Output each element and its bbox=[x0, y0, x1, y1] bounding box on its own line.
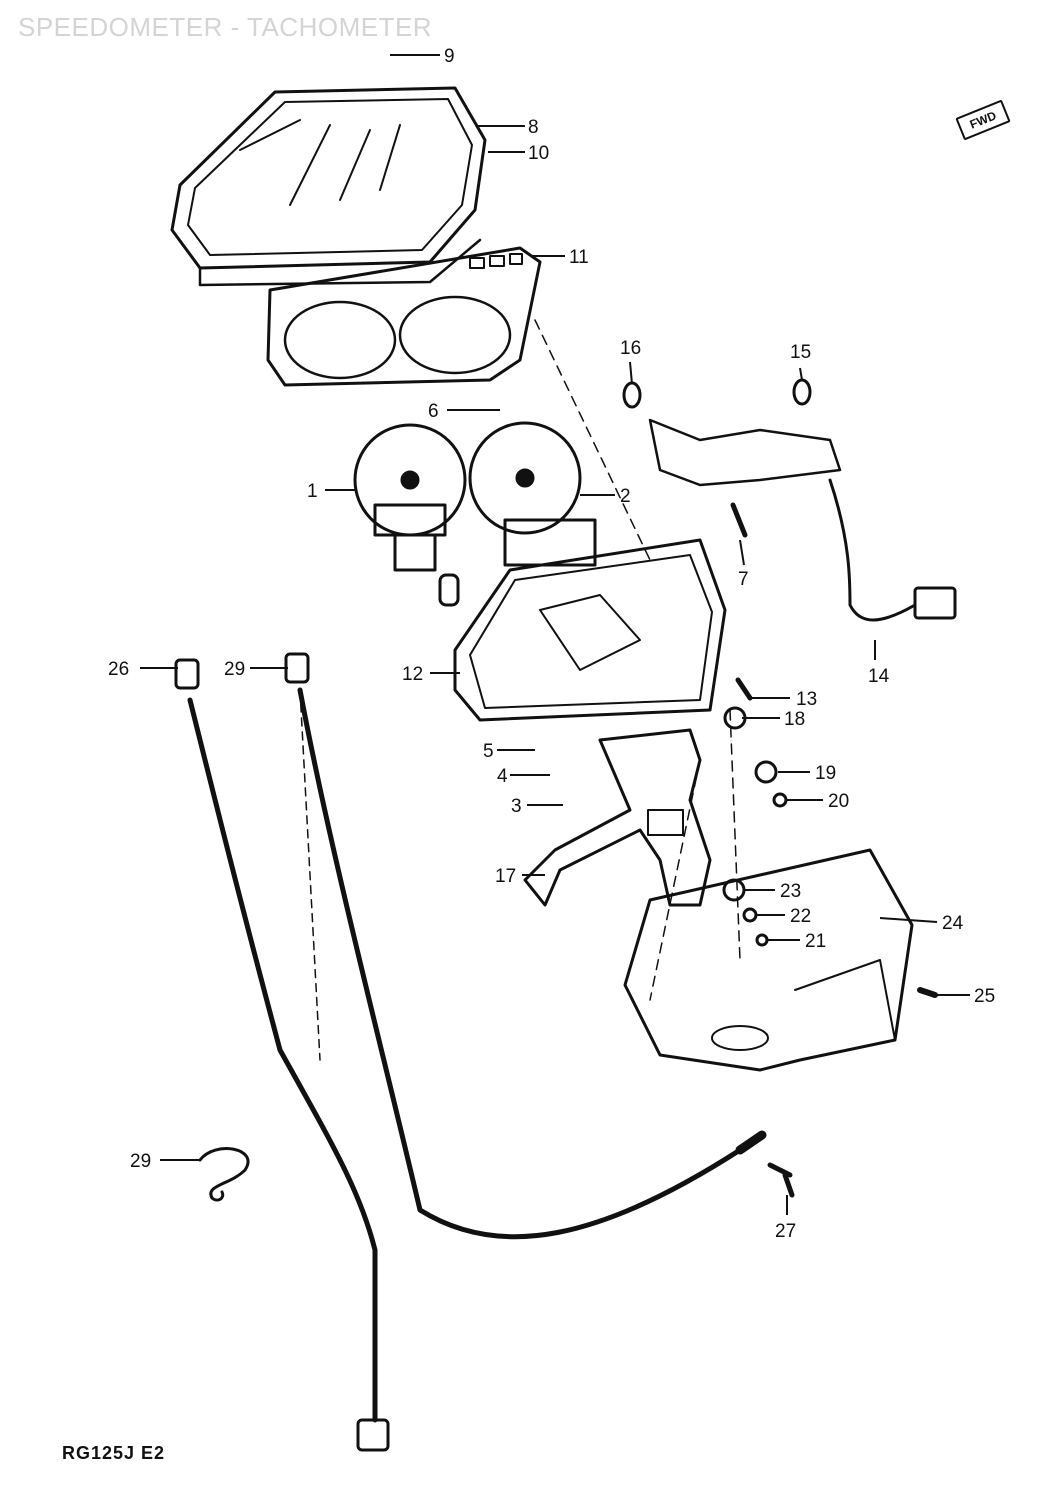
callout-21: 21 bbox=[805, 931, 826, 952]
meter-lower-case bbox=[453, 538, 727, 722]
callout-27: 27 bbox=[775, 1221, 796, 1242]
callout-6: 6 bbox=[428, 401, 439, 422]
callout-11: 11 bbox=[569, 247, 589, 268]
callout-7: 7 bbox=[738, 569, 749, 590]
speedometer-cable bbox=[174, 658, 390, 1452]
callout-29-upper: 29 bbox=[224, 659, 245, 680]
callout-13: 13 bbox=[796, 689, 817, 710]
callout-19: 19 bbox=[815, 763, 836, 784]
callout-8: 8 bbox=[528, 117, 539, 138]
callout-12: 12 bbox=[402, 664, 423, 685]
screw-7 bbox=[730, 502, 748, 538]
callout-26: 26 bbox=[108, 659, 129, 680]
meter-bracket bbox=[523, 728, 712, 907]
callout-23: 23 bbox=[780, 881, 801, 902]
callout-10: 10 bbox=[528, 143, 549, 164]
screw-27 bbox=[767, 1162, 795, 1198]
nut-21 bbox=[755, 933, 769, 947]
meter-lower-cover bbox=[623, 848, 914, 1072]
callout-18: 18 bbox=[784, 709, 805, 730]
screw-13 bbox=[735, 677, 753, 701]
model-code: RG125J E2 bbox=[62, 1443, 166, 1463]
callout-3: 3 bbox=[511, 796, 522, 817]
tachometer-cable bbox=[284, 652, 767, 1240]
callout-14: 14 bbox=[868, 666, 890, 687]
assembly-guide-lines bbox=[534, 319, 741, 1001]
nut-20 bbox=[772, 792, 788, 808]
washer-23 bbox=[722, 878, 746, 902]
callout-29-lower: 29 bbox=[130, 1151, 151, 1172]
callout-20: 20 bbox=[828, 791, 849, 812]
callout-16: 16 bbox=[620, 338, 641, 359]
callout-5: 5 bbox=[483, 741, 494, 762]
grommet-19 bbox=[754, 760, 778, 784]
meter-lens-cover bbox=[170, 86, 487, 287]
callout-9: 9 bbox=[444, 46, 455, 67]
callout-15: 15 bbox=[790, 342, 811, 363]
diagram-title: SPEEDOMETER - TACHOMETER bbox=[18, 12, 433, 42]
callout-17: 17 bbox=[495, 866, 516, 887]
bulb-socket-harness bbox=[622, 378, 957, 622]
cable-clamp bbox=[198, 1147, 250, 1202]
callout-24: 24 bbox=[942, 913, 964, 934]
washer-22 bbox=[742, 907, 758, 923]
callout-25: 25 bbox=[974, 986, 995, 1007]
callout-2: 2 bbox=[620, 486, 631, 507]
callout-4: 4 bbox=[497, 766, 508, 787]
callout-22: 22 bbox=[790, 906, 811, 927]
callout-1: 1 bbox=[307, 481, 318, 502]
screw-25 bbox=[917, 987, 938, 998]
meter-case-top bbox=[266, 246, 542, 387]
speedometer-gauge bbox=[353, 423, 467, 607]
tachometer-gauge bbox=[468, 421, 597, 567]
